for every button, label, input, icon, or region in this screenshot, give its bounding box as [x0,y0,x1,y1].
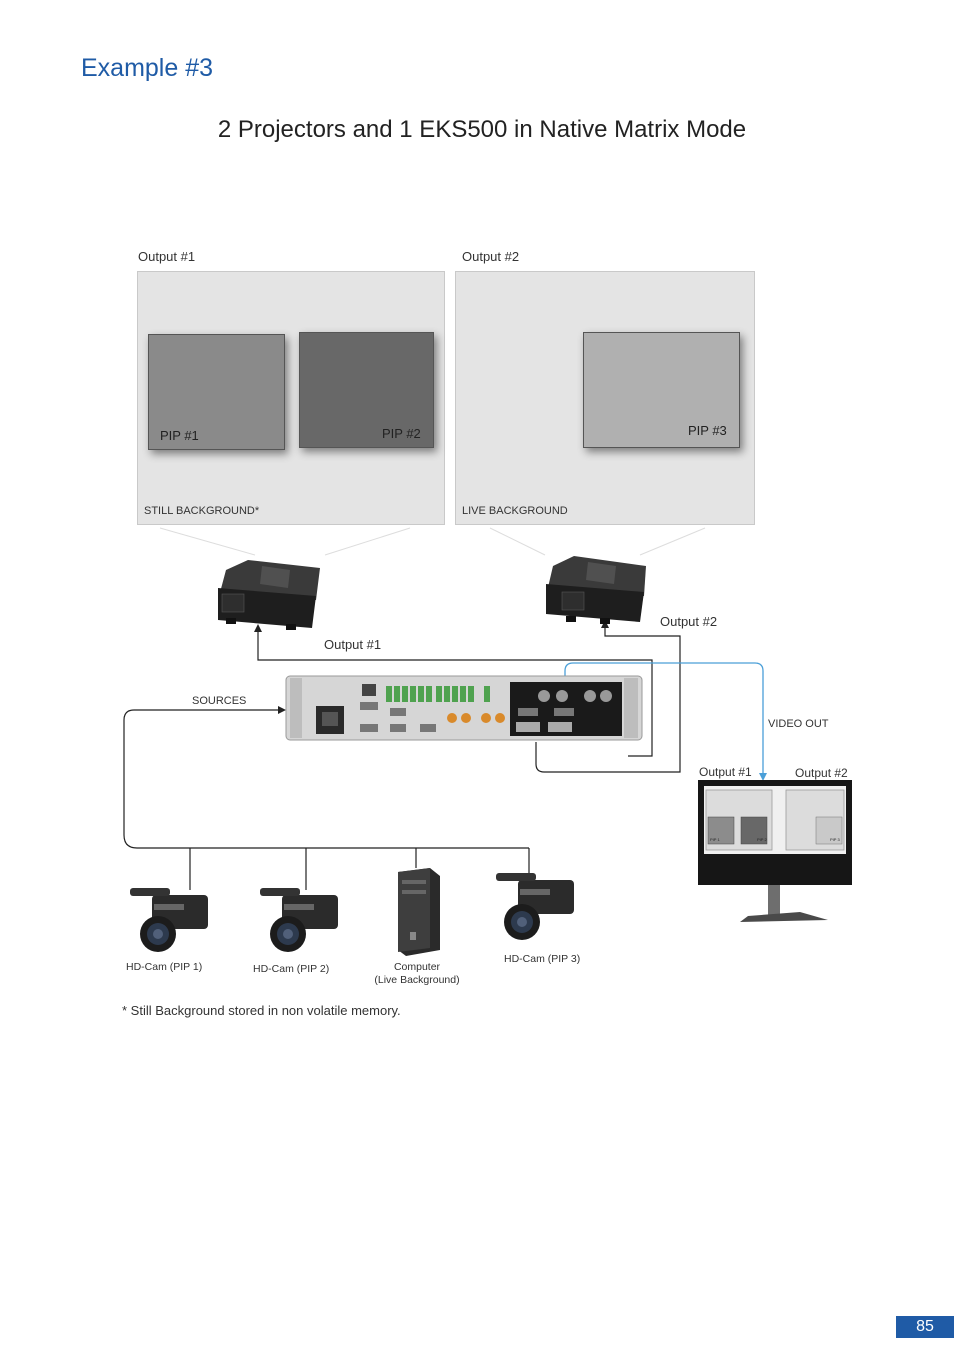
page-number: 85 [896,1316,954,1338]
video-out-cable [564,662,764,775]
projection-screen-1: PIP #1 PIP #2 STILL BACKGROUND* [137,271,445,525]
projector2-output-label: Output #2 [660,614,718,629]
source-sublabel-computer: (Live Background) [374,974,460,986]
monitor-pip1-label: PIP 1 [710,837,720,842]
hd-cam-2-icon [260,888,338,952]
monitor [698,780,852,922]
output2-cable [535,624,681,773]
video-out-label: VIDEO OUT [768,718,829,730]
monitor-output2-label: Output #2 [795,766,848,780]
live-background-label: LIVE BACKGROUND [462,505,568,517]
pip2-label: PIP #2 [382,426,421,441]
sources-label: SOURCES [192,695,247,707]
page-subtitle: 2 Projectors and 1 EKS500 in Native Matr… [217,116,747,143]
sources-bus [123,709,529,849]
eks500-unit [285,675,643,741]
source-label-computer: Computer [393,961,441,973]
monitor-pip2-label: PIP 2 [757,837,767,842]
screen1-output-label: Output #1 [138,249,196,264]
projector-beams [159,527,706,556]
source-label-cam1: HD-Cam (PIP 1) [126,961,203,973]
projector1-output-label: Output #1 [324,637,382,652]
computer-tower-icon [398,868,440,956]
still-background-label: STILL BACKGROUND* [144,505,260,517]
hd-cam-1-icon [130,888,208,952]
source-label-cam2: HD-Cam (PIP 2) [253,963,330,975]
footnote: * Still Background stored in non volatil… [122,1003,401,1018]
pip2-window: PIP #2 [299,332,434,448]
projection-screen-2: PIP #3 LIVE BACKGROUND [455,271,755,525]
screen2-output-label: Output #2 [462,249,520,264]
hd-cam-3-icon [496,873,574,940]
output1-cable [257,628,653,757]
pip1-label: PIP #1 [160,428,199,443]
pip3-window: PIP #3 [583,332,740,448]
projector-2 [546,556,646,624]
projector-1 [218,560,320,630]
monitor-output1-label: Output #1 [699,765,752,779]
monitor-pip3-label: PIP 3 [830,837,840,842]
pip3-label: PIP #3 [688,423,727,438]
page-heading: Example #3 [81,54,214,82]
pip1-window: PIP #1 [148,334,285,450]
source-label-cam3: HD-Cam (PIP 3) [504,953,581,965]
